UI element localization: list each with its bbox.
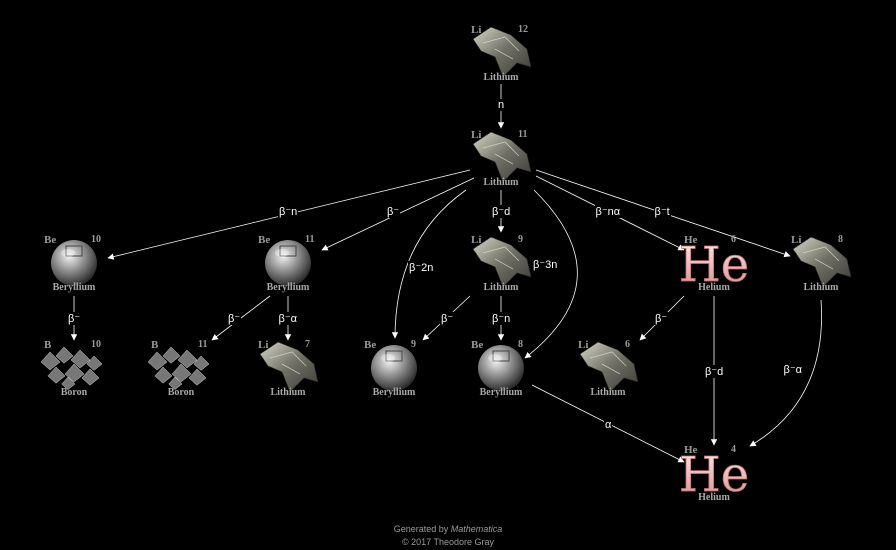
node-li8-name: Lithium [803,282,839,293]
node-li7-symbol: Li [258,339,269,351]
node-li11-mass: 11 [518,129,528,140]
boron-crystals-image [147,346,210,390]
node-be11-mass: 11 [305,234,315,245]
edge-label-li12-li11: n [497,99,506,111]
node-be8-symbol: Be [471,339,484,351]
node-li7-mass: 7 [305,339,310,350]
node-be9-name: Beryllium [372,387,416,398]
edge-label-li9-be8: β⁻n [491,312,512,325]
edge-label-li11-be8: β⁻3n [532,258,559,271]
node-li6-name: Lithium [590,387,626,398]
beryllium-sphere-image [51,240,97,286]
helium-glow-image: He [678,447,749,504]
credits-prefix: Generated by [393,524,451,534]
node-li12-symbol: Li [471,24,482,36]
node-b10-symbol: B [44,339,52,351]
node-be11-name: Beryllium [266,282,310,293]
node-he4-mass: 4 [731,444,736,455]
node-be8-name: Beryllium [479,387,523,398]
node-li8-mass: 8 [838,234,843,245]
edge-label-li11-be10: β⁻n [278,205,299,218]
boron-crystals-image [40,346,103,390]
beryllium-sphere-image [478,345,524,391]
node-be10-mass: 10 [91,234,101,245]
node-b11-mass: 11 [198,339,208,350]
node-li9-mass: 9 [518,234,523,245]
credits-line-1: Generated by Mathematica [0,524,896,534]
edge-label-li11-li8: β⁻t [653,205,671,218]
credits-line-2: © 2017 Theodore Gray [401,537,495,547]
edge-label-li9-be9: β⁻ [440,312,455,325]
edge-li11-be9 [391,189,467,339]
node-li11-symbol: Li [471,129,482,141]
helium-glyph: He [679,447,749,503]
edge-label-li11-he6: β⁻nα [594,205,622,218]
node-be8-mass: 8 [518,339,523,350]
edge-label-li8-he4: β⁻α [782,363,803,376]
edge-li11-be8 [524,189,578,359]
lithium-chunk-image [472,26,532,78]
node-be10-name: Beryllium [52,282,96,293]
node-b10-name: Boron [60,387,88,398]
node-li7-name: Lithium [270,387,306,398]
node-li9-symbol: Li [471,234,482,246]
credits-product: Mathematica [450,524,503,534]
edge-label-be11-li7: β⁻α [277,312,298,325]
node-he6-mass: 6 [731,234,736,245]
edge-label-be10-b10: β⁻ [67,312,82,325]
node-li8-symbol: Li [791,234,802,246]
edge-label-be11-b11: β⁻ [227,312,242,325]
lithium-chunk-image [792,236,852,288]
lithium-chunk-image [472,131,532,183]
edge-li8-he4 [749,299,822,447]
node-be11-symbol: Be [258,234,271,246]
node-be10-symbol: Be [44,234,57,246]
node-li6-symbol: Li [578,339,589,351]
node-b11-symbol: B [151,339,159,351]
node-li6-mass: 6 [625,339,630,350]
edge-label-he6-he4: β⁻d [704,365,725,378]
node-li9-name: Lithium [483,282,519,293]
node-li12-mass: 12 [518,24,528,35]
beryllium-sphere-image [371,345,417,391]
node-b11-name: Boron [167,387,195,398]
node-he4-symbol: He [684,444,698,456]
beryllium-sphere-image [265,240,311,286]
edge-label-he6-li6: β⁻ [654,312,669,325]
lithium-chunk-image [472,236,532,288]
edge-label-li11-li9: β⁻d [491,205,512,218]
node-li11-name: Lithium [483,177,519,188]
node-be9-mass: 9 [411,339,416,350]
node-b10-mass: 10 [91,339,101,350]
edge-label-li11-be9: β⁻2n [408,261,435,274]
helium-glyph: He [679,237,749,293]
lithium-chunk-image [579,341,639,393]
edge-label-be8-he4: α [604,419,613,431]
node-he4-name: Helium [698,492,730,503]
node-li12-name: Lithium [483,72,519,83]
node-be9-symbol: Be [364,339,377,351]
edge-label-li11-be11: β⁻ [386,205,401,218]
node-he6-symbol: He [684,234,698,246]
node-he6-name: Helium [698,282,730,293]
lithium-chunk-image [259,341,319,393]
helium-glow-image: He [678,237,749,294]
